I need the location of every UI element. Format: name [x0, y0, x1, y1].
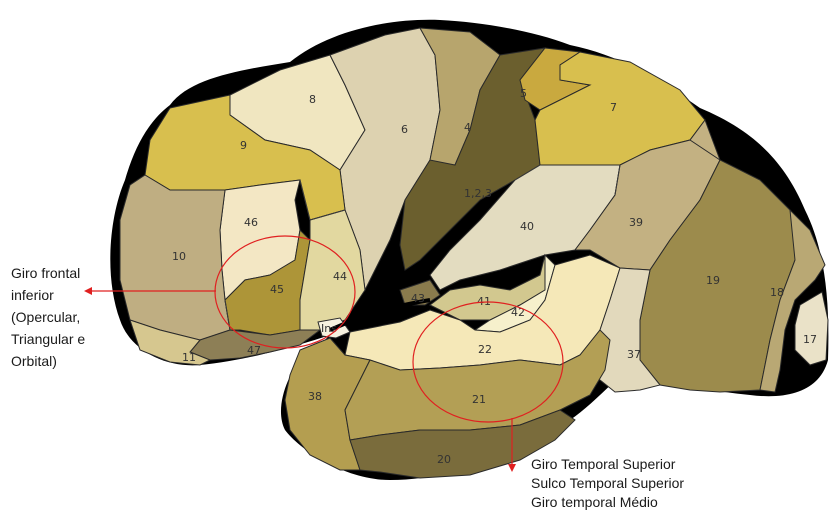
label-9: 9	[240, 139, 247, 152]
label-40: 40	[520, 220, 534, 233]
label-47: 47	[247, 344, 261, 357]
label-5: 5	[520, 87, 527, 100]
callout-line: Sulco Temporal Superior	[531, 474, 684, 493]
label-1-2-3: 1,2,3	[464, 187, 492, 200]
label-44: 44	[333, 270, 347, 283]
label-39: 39	[629, 216, 643, 229]
label-4: 4	[464, 121, 471, 134]
label-ins: Ins	[321, 322, 337, 335]
label-17: 17	[803, 333, 817, 346]
callout-line: inferior	[11, 284, 85, 306]
callout-line: Giro temporal Médio	[531, 493, 684, 512]
callout-line: Giro Temporal Superior	[531, 455, 684, 474]
label-45: 45	[270, 283, 284, 296]
label-18: 18	[770, 286, 784, 299]
label-20: 20	[437, 453, 451, 466]
label-38: 38	[308, 390, 322, 403]
label-7: 7	[610, 101, 617, 114]
label-11: 11	[182, 351, 196, 364]
callout-line: (Opercular,	[11, 306, 85, 328]
label-46: 46	[244, 216, 258, 229]
callout-line: Triangular e	[11, 328, 85, 350]
label-43: 43	[411, 292, 425, 305]
callout-line: Giro frontal	[11, 262, 85, 284]
callout-line: Orbital)	[11, 350, 85, 372]
label-10: 10	[172, 250, 186, 263]
label-19: 19	[706, 274, 720, 287]
temporal-gyri-callout: Giro Temporal Superior Sulco Temporal Su…	[531, 455, 684, 512]
label-8: 8	[309, 93, 316, 106]
label-21: 21	[472, 393, 486, 406]
label-22: 22	[478, 343, 492, 356]
label-6: 6	[401, 123, 408, 136]
inferior-frontal-gyrus-callout: Giro frontal inferior (Opercular, Triang…	[11, 262, 85, 372]
label-42: 42	[511, 306, 525, 319]
label-37: 37	[627, 348, 641, 361]
